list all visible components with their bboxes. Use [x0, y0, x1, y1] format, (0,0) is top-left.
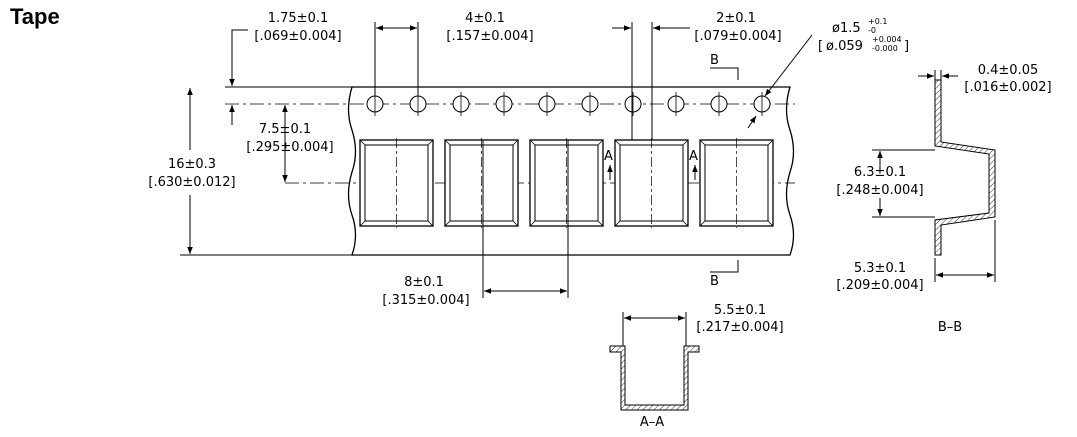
dim-hole-dia-mm-tol-up: +0.1	[868, 17, 887, 26]
section-bb-view: 0.4±0.05 [.016±0.002] 6.3±0.1 [.248±0.00…	[836, 63, 1051, 335]
section-a-label-2: A	[689, 149, 698, 164]
pocket-corner	[767, 220, 774, 227]
pocket-corner	[699, 139, 706, 146]
dim-hole-diameter: ø1.5 +0.1 -0 [ ø.059 +0.004 -0.000 ]	[747, 17, 909, 129]
pocket-corner	[512, 220, 519, 227]
dim-pocket-depth-in: [.209±0.004]	[836, 278, 923, 293]
pocket-corner	[767, 139, 774, 146]
pocket-corner	[512, 139, 519, 146]
dim-hole-pitch: 4±0.1 [.157±0.004]	[374, 11, 534, 95]
tape-strip	[347, 86, 795, 256]
section-b-label-bottom: B	[710, 274, 719, 289]
pocket-corner	[427, 220, 434, 227]
dim-hole-pitch-mm: 4±0.1	[465, 11, 505, 26]
dim-edge-to-hole: 1.75±0.1 [.069±0.004]	[225, 11, 352, 125]
pocket-corner	[699, 220, 706, 227]
pockets	[359, 138, 774, 228]
pocket-corner	[444, 139, 451, 146]
dim-hole-pocket-mm: 2±0.1	[716, 11, 756, 26]
dim-pocket-length-in: [.248±0.004]	[836, 183, 923, 198]
dim-pocket-pitch-mm: 8±0.1	[404, 275, 444, 290]
section-aa-label: A–A	[640, 415, 664, 430]
pocket-corner	[682, 139, 689, 146]
dim-pocket-depth-mm: 5.3±0.1	[854, 261, 906, 276]
dim-pocket-length-mm: 6.3±0.1	[854, 165, 906, 180]
dim-hole-dia-in-bracket-open: [	[818, 39, 823, 54]
pocket-corner	[597, 139, 604, 146]
dim-pocket-center: 7.5±0.1 [.295±0.004]	[246, 105, 334, 182]
dim-hole-pitch-in: [.157±0.004]	[446, 29, 533, 44]
dim-hole-dia-mm: ø1.5	[832, 21, 861, 36]
dim-tape-width-in: [.630±0.012]	[148, 175, 235, 190]
pocket-corner	[597, 220, 604, 227]
dim-hole-dia-in-bracket-close: ]	[904, 39, 909, 54]
dim-edge-hole-in: [.069±0.004]	[254, 29, 341, 44]
dim-hole-dia-in-tol-up: +0.004	[872, 35, 902, 44]
dim-hole-dia-in: ø.059	[826, 39, 863, 54]
section-b-markers: B B	[710, 53, 739, 289]
pocket-corner	[614, 220, 621, 227]
dim-pocket-center-in: [.295±0.004]	[246, 140, 333, 155]
pocket-corner	[427, 139, 434, 146]
page-title: Tape	[10, 4, 60, 29]
dim-pocket-width-mm: 5.5±0.1	[714, 303, 766, 318]
section-a-label-1: A	[604, 149, 613, 164]
dim-tape-thickness-mm: 0.4±0.05	[978, 63, 1039, 78]
dim-pocket-width-in: [.217±0.004]	[696, 320, 783, 335]
dim-edge-hole-mm: 1.75±0.1	[268, 11, 329, 26]
dim-pocket-center-mm: 7.5±0.1	[259, 122, 311, 137]
sprocket-holes	[366, 92, 771, 116]
section-aa-view: 5.5±0.1 [.217±0.004] A–A	[609, 303, 784, 430]
dim-tape-width-mm: 16±0.3	[168, 157, 216, 172]
pocket-corner	[529, 139, 536, 146]
pocket-corner	[359, 139, 366, 146]
pocket-corner	[529, 220, 536, 227]
dim-hole-dia-in-tol-down: -0.000	[872, 44, 898, 53]
pocket-corner	[614, 139, 621, 146]
dim-tape-thickness-in: [.016±0.002]	[964, 80, 1051, 95]
pocket-corner	[359, 220, 366, 227]
pocket-corner	[682, 220, 689, 227]
dim-tape-width: 16±0.3 [.630±0.012]	[148, 88, 352, 256]
section-a-markers: A A	[604, 149, 698, 180]
dim-hole-dia-mm-tol-down: -0	[868, 26, 876, 35]
pocket-corner	[444, 220, 451, 227]
dim-hole-pocket-in: [.079±0.004]	[694, 29, 781, 44]
section-bb-label: B–B	[938, 320, 962, 335]
dim-hole-to-pocket: 2±0.1 [.079±0.004]	[612, 11, 782, 140]
section-b-label-top: B	[710, 53, 719, 68]
dim-pocket-pitch: 8±0.1 [.315±0.004]	[382, 140, 569, 308]
dim-pocket-pitch-in: [.315±0.004]	[382, 293, 469, 308]
